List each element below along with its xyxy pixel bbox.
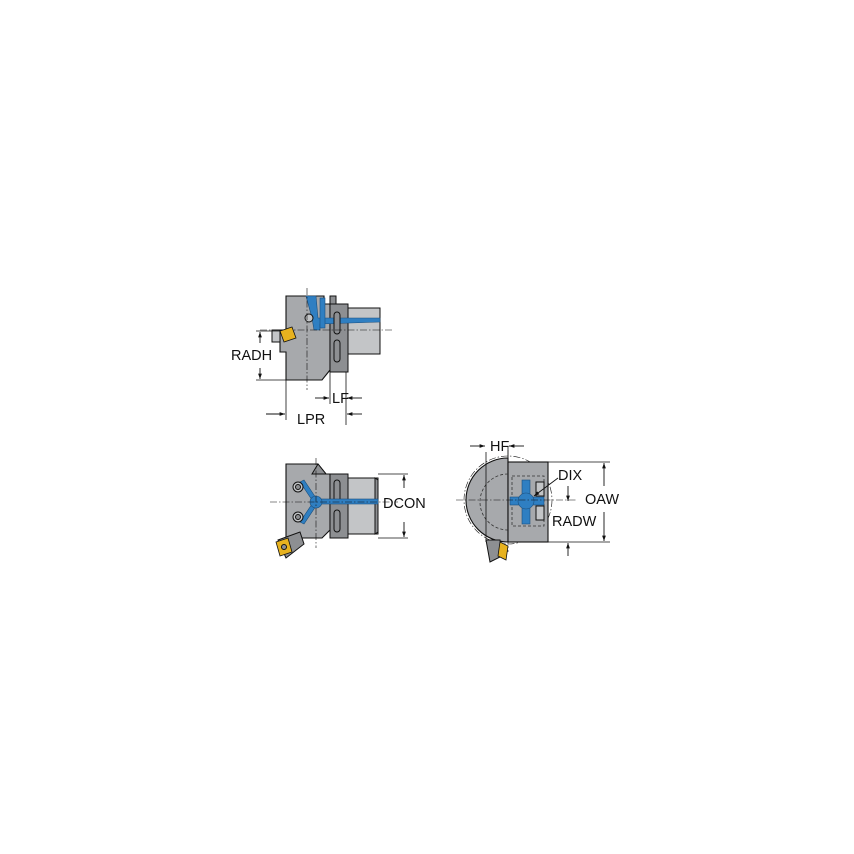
hf-label: HF xyxy=(490,439,509,455)
side-view: RADH LF LPR xyxy=(231,288,394,428)
lf-label: LF xyxy=(332,391,349,407)
dix-label: DIX xyxy=(558,468,583,484)
lpr-label: LPR xyxy=(297,412,325,428)
radw-label: RADW xyxy=(552,514,597,530)
radh-label: RADH xyxy=(231,348,272,364)
oaw-label: OAW xyxy=(585,492,619,508)
dcon-label: DCON xyxy=(383,496,426,512)
end-view: HF DIX OAW RADW xyxy=(456,439,619,563)
top-view: DCON xyxy=(270,458,426,559)
